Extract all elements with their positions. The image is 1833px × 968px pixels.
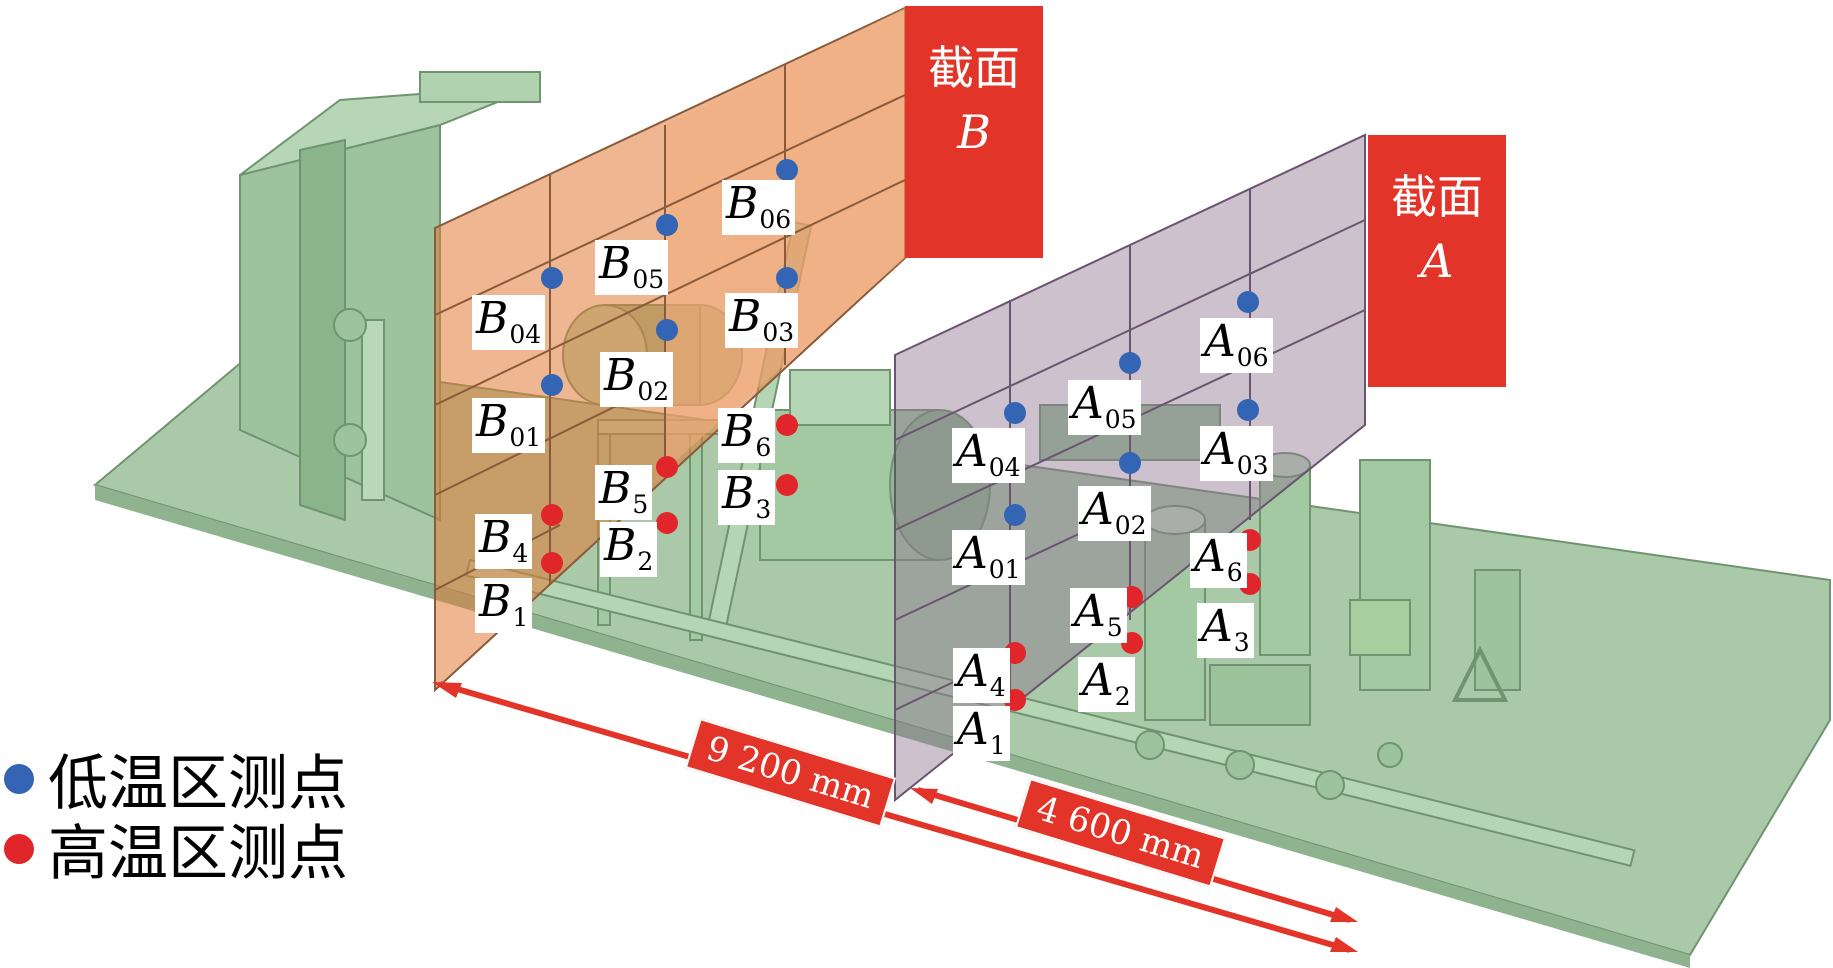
point-dot-a03 [1237,399,1259,421]
point-label-b04: B04 [472,295,546,350]
point-label-a5: A5 [1070,588,1127,643]
point-dot-b02 [656,319,678,341]
point-label-a04: A04 [952,428,1025,483]
legend-low-temp: 低温区测点 [4,735,348,822]
point-dots [541,159,1261,711]
section-b-tag: 截面 B [905,6,1043,258]
point-label-b5: B5 [595,465,653,520]
point-label-a01: A01 [952,530,1025,585]
point-label-a3: A3 [1197,603,1254,658]
point-dot-b4 [541,504,563,526]
far-right-box [1474,569,1521,691]
point-label-b02: B02 [600,352,674,407]
point-label-b2: B2 [600,522,658,577]
point-dot-a01 [1004,504,1026,526]
point-label-a1: A1 [953,706,1010,761]
small-tank [1349,599,1411,656]
point-label-a2: A2 [1078,657,1135,712]
point-label-a6: A6 [1190,533,1247,588]
point-label-b4: B4 [475,514,533,569]
point-label-b06: B06 [722,180,796,235]
lower-right-tank [1209,664,1311,726]
point-dot-b3 [776,474,798,496]
point-dot-a05 [1119,352,1141,374]
point-dot-b03 [776,267,798,289]
point-label-a03: A03 [1200,426,1273,481]
cabinet-top-block [419,71,541,103]
point-dot-b2 [656,512,678,534]
point-label-a06: A06 [1200,318,1273,373]
control-box [789,369,891,426]
point-dot-b01 [541,374,563,396]
legend-low-text: 低温区测点 [48,749,348,819]
flange-r4 [1377,742,1403,768]
tripod-stand [1451,645,1509,702]
cabinet-flange-1 [333,308,367,342]
point-dot-a02 [1119,452,1141,474]
legend-high-text: 高温区测点 [48,819,348,889]
point-dot-b05 [656,214,678,236]
point-dot-b1 [541,552,563,574]
point-label-a02: A02 [1078,486,1151,541]
legend-high-temp: 高温区测点 [4,805,348,892]
point-label-b6: B6 [718,408,776,463]
flange-r1 [1135,730,1165,760]
point-dot-b5 [656,456,678,478]
point-dot-a04 [1004,402,1026,424]
cabinet-flange-2 [333,423,367,457]
point-label-b3: B3 [718,470,776,525]
point-label-a4: A4 [953,648,1010,703]
point-label-b05: B05 [595,240,669,295]
point-label-b1: B1 [475,578,533,633]
right-cylinder-2 [1259,464,1311,656]
point-label-b03: B03 [725,293,799,348]
point-label-a05: A05 [1068,380,1141,435]
legend-high-dot [4,833,34,864]
point-dot-a06 [1237,291,1259,313]
point-dot-b06 [776,159,798,181]
section-a-tag: 截面 A [1368,135,1506,387]
point-dot-b04 [541,267,563,289]
legend-low-dot [4,763,34,794]
cabinet-pipe [361,319,385,501]
point-dot-b6 [776,414,798,436]
flange-r3 [1315,770,1345,800]
point-label-b01: B01 [472,398,546,453]
cabinet-side-plate [299,138,346,522]
flange-r2 [1225,750,1255,780]
